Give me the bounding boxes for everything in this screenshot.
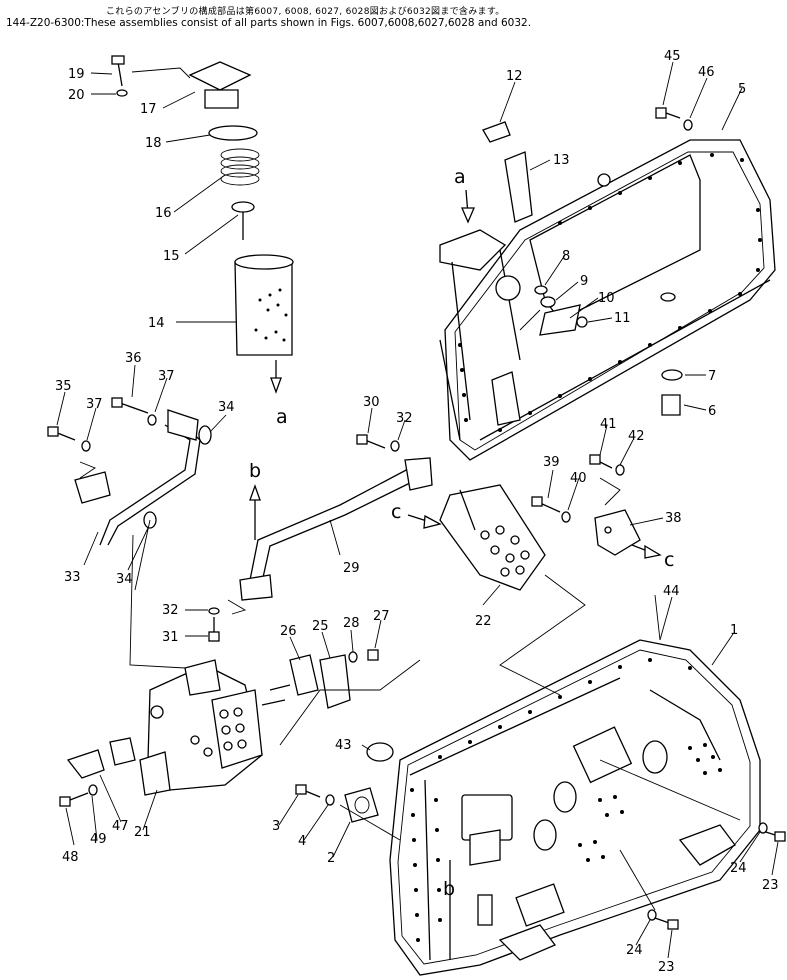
label-49: 49 — [90, 832, 107, 847]
ref-b-bottom: b — [443, 878, 455, 900]
label-3: 3 — [272, 819, 280, 834]
label-31: 31 — [162, 630, 179, 645]
pump-21 — [59, 649, 379, 807]
filter-assembly — [111, 55, 294, 394]
label-35: 35 — [55, 379, 72, 394]
label-43: 43 — [335, 738, 352, 753]
label-26: 26 — [280, 624, 297, 639]
label-42: 42 — [628, 429, 645, 444]
label-1: 1 — [730, 623, 738, 638]
label-39: 39 — [543, 455, 560, 470]
label-38: 38 — [665, 511, 682, 526]
upper-tank-flange-holes — [458, 153, 762, 432]
label-23-bottom: 23 — [658, 960, 675, 975]
label-40: 40 — [570, 471, 587, 486]
label-30: 30 — [363, 395, 380, 410]
label-48: 48 — [62, 850, 79, 865]
label-41: 41 — [600, 417, 617, 432]
label-10: 10 — [598, 291, 615, 306]
label-45: 45 — [664, 49, 681, 64]
label-21: 21 — [134, 825, 151, 840]
label-16: 16 — [155, 206, 172, 221]
tank-flange-holes — [410, 658, 692, 942]
label-37-top: 37 — [158, 369, 175, 384]
reference-letters: a a b b c c — [249, 166, 674, 900]
label-13: 13 — [553, 153, 570, 168]
filler-cap-and-strainer — [461, 121, 533, 224]
label-32-top: 32 — [396, 411, 413, 426]
label-28: 28 — [343, 616, 360, 631]
label-44: 44 — [663, 584, 680, 599]
element-perforations — [254, 288, 288, 342]
label-11: 11 — [614, 311, 631, 326]
label-47: 47 — [112, 819, 129, 834]
label-36: 36 — [125, 351, 142, 366]
valve-22 — [407, 484, 546, 591]
label-29: 29 — [343, 561, 360, 576]
bolt-45-46 — [655, 107, 693, 131]
label-32-bottom: 32 — [162, 603, 179, 618]
japanese-note: これらのアセンブリの構成部品は第6007, 6008, 6027, 6028図お… — [106, 7, 505, 17]
spring — [220, 148, 260, 186]
leader-lines — [56, 61, 779, 959]
label-34-bottom: 34 — [116, 572, 133, 587]
middle-pipe-29 — [208, 434, 433, 642]
label-9: 9 — [580, 274, 588, 289]
label-25: 25 — [312, 619, 329, 634]
label-2: 2 — [327, 851, 335, 866]
ref-a-bottom: a — [276, 406, 288, 428]
label-17: 17 — [140, 102, 157, 117]
label-15: 15 — [163, 249, 180, 264]
lower-tank — [389, 639, 761, 976]
label-12: 12 — [506, 69, 523, 84]
valve-22-ports — [480, 525, 530, 577]
drain-and-small-parts — [534, 285, 683, 416]
part-number-labels: 19 20 17 18 16 15 14 12 13 45 46 5 8 9 1… — [55, 49, 779, 975]
ref-a-top: a — [454, 166, 466, 188]
ref-b-top: b — [249, 460, 261, 482]
bolts-23-24 — [647, 822, 786, 930]
label-33: 33 — [64, 570, 81, 585]
ref-c-right: c — [664, 549, 674, 571]
label-6: 6 — [708, 404, 716, 419]
label-7: 7 — [708, 369, 716, 384]
label-34-top: 34 — [218, 400, 235, 415]
label-46: 46 — [698, 65, 715, 80]
left-pipe-assembly — [47, 397, 212, 546]
pump-ports — [190, 707, 247, 757]
upper-tank — [439, 139, 776, 461]
figure-header: これらのアセンブリの構成部品は第6007, 6008, 6027, 6028図お… — [6, 4, 781, 29]
label-23-right: 23 — [762, 878, 779, 893]
label-37-left: 37 — [86, 397, 103, 412]
tank-dot-pattern — [578, 743, 722, 862]
english-note: 144-Z20-6300:These assemblies consist of… — [6, 17, 532, 29]
label-8: 8 — [562, 249, 570, 264]
label-24-bottom: 24 — [626, 943, 643, 958]
label-22: 22 — [475, 614, 492, 629]
label-19: 19 — [68, 67, 85, 82]
ref-c-left: c — [391, 501, 401, 523]
label-4: 4 — [298, 834, 306, 849]
label-18: 18 — [145, 136, 162, 151]
label-27: 27 — [373, 609, 390, 624]
label-14: 14 — [148, 316, 165, 331]
cover-2-and-seal-43 — [295, 742, 394, 823]
label-20: 20 — [68, 88, 85, 103]
valve-38 — [531, 454, 662, 559]
connection-lines — [79, 67, 741, 911]
label-5: 5 — [738, 82, 746, 97]
label-24-right: 24 — [730, 861, 747, 876]
